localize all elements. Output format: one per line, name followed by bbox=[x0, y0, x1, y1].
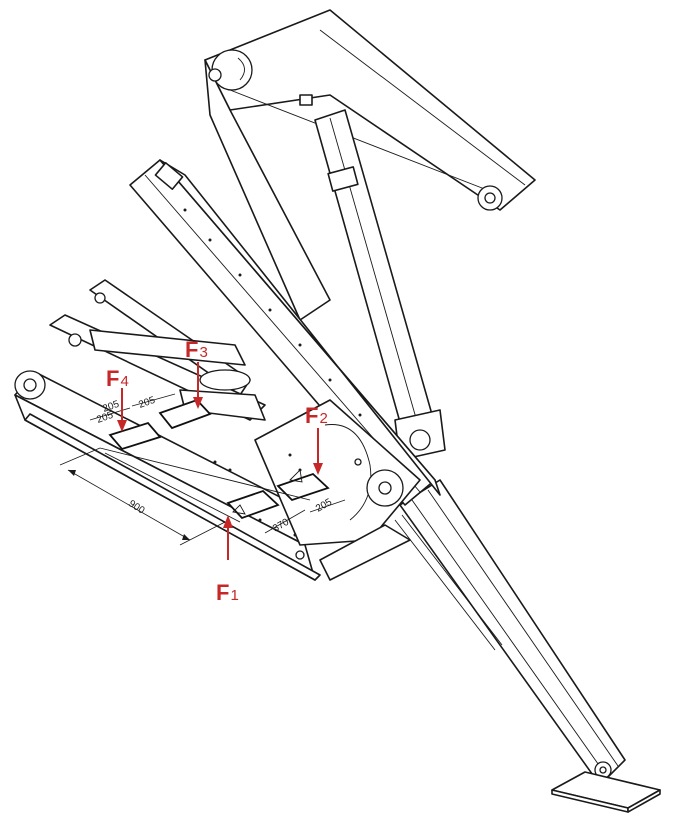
force-arrows: F4 F3 F2 F1 bbox=[106, 337, 328, 605]
force-f1-head bbox=[223, 515, 233, 528]
force-label-f4: F4 bbox=[106, 366, 129, 391]
pad-f4 bbox=[108, 421, 162, 451]
main-boom bbox=[129, 159, 441, 506]
dim-pad-gap: 205 bbox=[137, 395, 157, 411]
dimension-lines: 900 370 205 205 205 205 bbox=[59, 393, 346, 546]
force-label-f3: F3 bbox=[185, 337, 208, 362]
force-label-f2: F2 bbox=[305, 403, 328, 428]
dim-length: 900 bbox=[126, 498, 146, 517]
base-frame bbox=[14, 279, 421, 581]
force-label-f1: F1 bbox=[216, 580, 239, 605]
support-leg bbox=[394, 479, 661, 813]
force-f2-head bbox=[313, 463, 323, 475]
rack-teeth bbox=[394, 514, 503, 651]
boom-dots bbox=[183, 208, 362, 417]
dim-pad-width-c: 205 bbox=[101, 399, 121, 415]
upper-arm bbox=[204, 9, 536, 321]
force-f3-head bbox=[193, 397, 203, 409]
force-f4-head bbox=[117, 420, 127, 432]
